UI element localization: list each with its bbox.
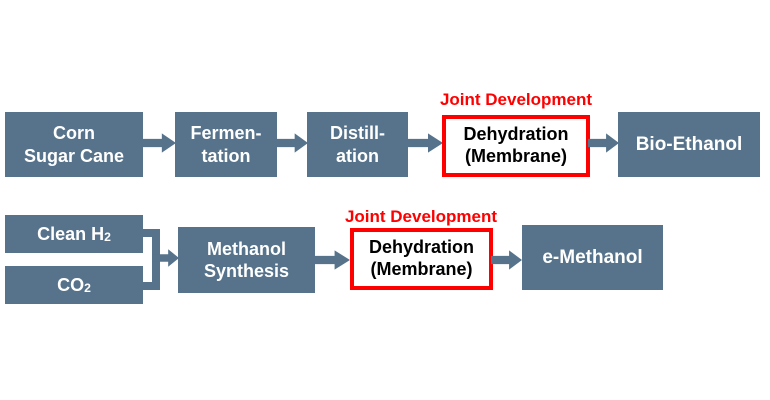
box-label-line: Fermen- <box>190 123 262 143</box>
fermentation-box: Fermen- tation <box>175 112 277 177</box>
box-label-line: (Membrane) <box>370 259 473 279</box>
box-label-line: ation <box>336 145 379 166</box>
flow-arrow-icon <box>588 132 619 154</box>
merge-bracket-bottom-arm <box>138 282 160 290</box>
flow-arrow-icon <box>142 132 176 154</box>
dehydration-membrane-box-ethanol: Dehydration (Membrane) <box>442 115 590 177</box>
methanol-synthesis-box: Methanol Synthesis <box>178 227 315 293</box>
dehydration-membrane-box-methanol: Dehydration (Membrane) <box>350 228 493 290</box>
box-label-line: Sugar Cane <box>23 145 125 166</box>
e-methanol-box: e-Methanol <box>522 225 663 290</box>
merge-bracket-top-arm <box>138 229 160 237</box>
box-label-line: Synthesis <box>203 261 290 281</box>
subscript: 2 <box>104 229 111 244</box>
box-label-line: tation <box>201 145 251 166</box>
box-label-line: CO2 <box>57 274 91 295</box>
box-label-line: Clean H2 <box>37 223 111 244</box>
box-label-line: Distill- <box>329 123 385 143</box>
bio-ethanol-box: Bio-Ethanol <box>618 112 760 177</box>
joint-development-label: Joint Development <box>344 207 498 226</box>
joint-development-label: Joint Development <box>439 90 593 109</box>
box-label-line: Bio-Ethanol <box>635 133 743 155</box>
flow-arrow-icon <box>491 249 522 271</box>
flow-arrow-icon <box>313 249 350 271</box>
subscript: 2 <box>84 280 91 295</box>
co2-box: CO2 <box>5 266 143 304</box>
corn-sugar-cane-box: Corn Sugar Cane <box>5 112 143 177</box>
box-label-line: Corn <box>53 123 95 143</box>
flow-arrow-icon <box>407 132 443 154</box>
distillation-box: Distill- ation <box>307 112 408 177</box>
box-label-line: Methanol <box>207 238 286 259</box>
flow-arrow-icon <box>153 248 179 268</box>
clean-h2-box: Clean H2 <box>5 215 143 253</box>
box-label-line: (Membrane) <box>464 146 567 166</box>
box-label-line: Dehydration <box>368 237 474 258</box>
box-label-line: e-Methanol <box>542 246 643 268</box>
box-label-line: Dehydration <box>463 124 569 145</box>
flow-arrow-icon <box>276 132 308 154</box>
